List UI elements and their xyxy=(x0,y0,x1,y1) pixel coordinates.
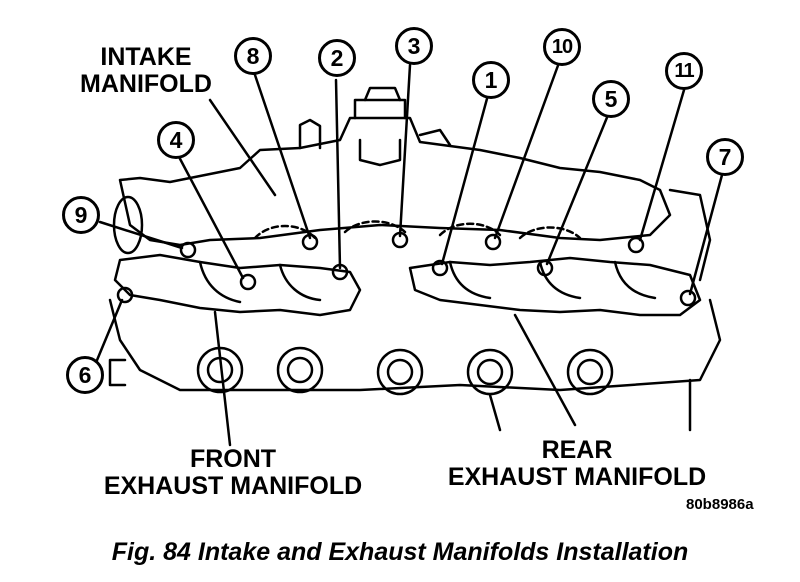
intake-manifold-label: INTAKE MANIFOLD xyxy=(80,43,212,98)
callout-5: 5 xyxy=(592,80,630,118)
callout-7: 7 xyxy=(706,138,744,176)
callout-9: 9 xyxy=(62,196,100,234)
callout-2: 2 xyxy=(318,39,356,77)
callout-11: 11 xyxy=(665,52,703,90)
rear-exhaust-manifold-label: REAR EXHAUST MANIFOLD xyxy=(447,436,707,491)
callout-3: 3 xyxy=(395,27,433,65)
callout-8: 8 xyxy=(234,37,272,75)
callout-6: 6 xyxy=(66,356,104,394)
front-exhaust-manifold-label: FRONT EXHAUST MANIFOLD xyxy=(103,445,363,500)
figure-caption: Fig. 84 Intake and Exhaust Manifolds Ins… xyxy=(111,538,689,566)
reference-code: 80b8986a xyxy=(686,496,754,513)
callout-4: 4 xyxy=(157,121,195,159)
engine-manifold-drawing xyxy=(93,58,724,447)
callout-10: 10 xyxy=(543,28,581,66)
callout-1: 1 xyxy=(472,61,510,99)
